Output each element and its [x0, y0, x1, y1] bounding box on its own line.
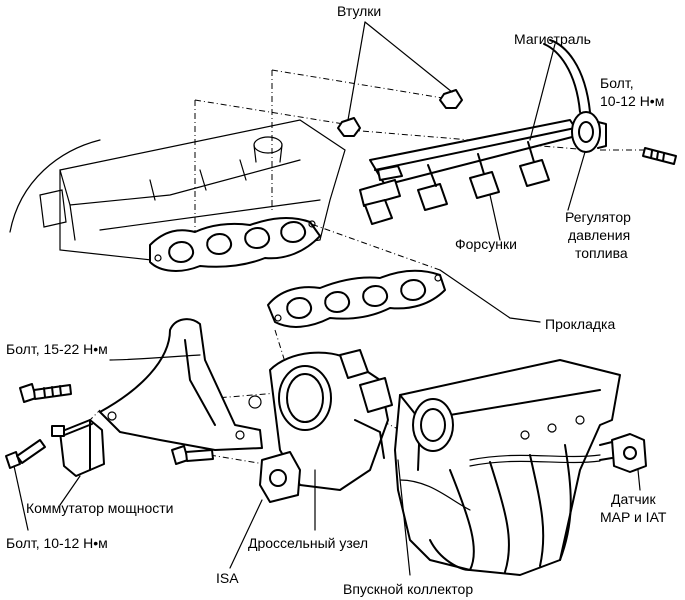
isa-valve	[259, 451, 301, 503]
map-iat-sensor	[599, 433, 647, 473]
label-intake-manifold: Впускной коллектор	[343, 581, 474, 597]
label-throttle-body: Дроссельный узел	[248, 535, 369, 551]
top-bolt	[642, 147, 677, 165]
label-regulator-line1: Регулятор	[565, 209, 631, 225]
power-transistor	[51, 419, 105, 477]
bolt-bottom	[5, 439, 46, 469]
label-injectors: Форсунки	[455, 236, 517, 252]
throttle-body	[248, 349, 393, 491]
bolt-middle	[171, 445, 214, 465]
label-bolt-15-22: Болт, 15-22 Н•м	[6, 341, 108, 357]
bolt-15-22	[19, 383, 72, 403]
label-top-bolt-line2: 10-12 Н•м	[600, 93, 665, 109]
label-top-bolt-line1: Болт,	[600, 75, 634, 91]
fuel-rail	[359, 39, 607, 225]
label-regulator-line3: топлива	[575, 245, 628, 261]
label-sensor-line1: Датчик	[611, 491, 656, 507]
label-sensor-line2: MAP и IAT	[600, 509, 667, 525]
leader-lines	[13, 21, 641, 576]
cylinder-head	[9, 119, 346, 263]
label-regulator-line2: давления	[568, 227, 631, 243]
label-power-transistor: Коммутатор мощности	[26, 500, 174, 516]
intake-ports-upper	[149, 217, 321, 272]
label-fuel-rail: Магистраль	[514, 31, 591, 47]
label-isa: ISA	[216, 570, 239, 586]
label-bolt-bottom: Болт, 10-12 Н•м	[6, 535, 108, 551]
bushings	[337, 89, 463, 137]
label-gasket: Прокладка	[545, 316, 616, 332]
label-bushings: Втулки	[337, 3, 382, 19]
intake-manifold	[394, 359, 621, 576]
bracket	[99, 318, 263, 451]
gasket	[267, 269, 446, 328]
